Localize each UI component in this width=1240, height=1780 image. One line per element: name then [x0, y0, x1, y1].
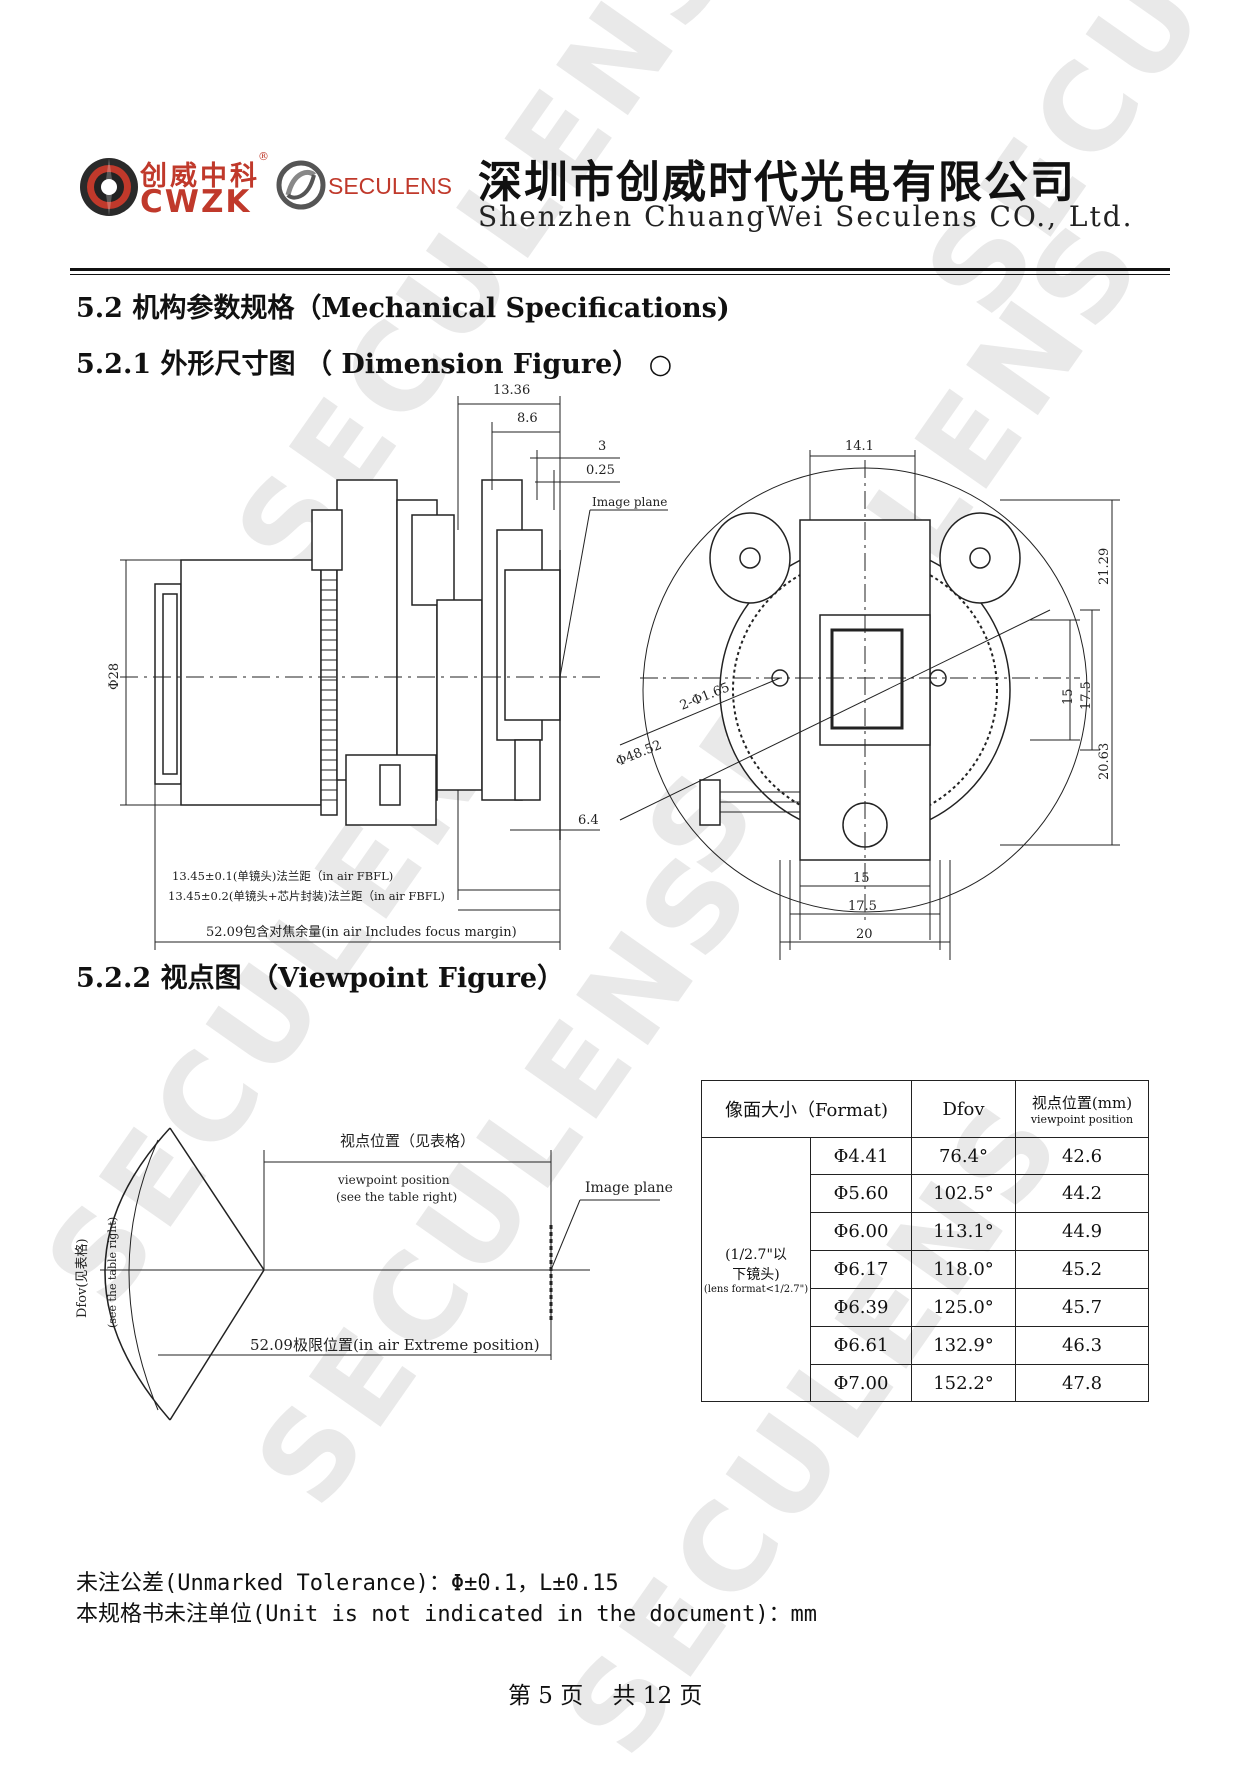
table-cell-phi: Φ4.41: [810, 1137, 912, 1175]
table-cell-phi: Φ6.39: [810, 1288, 912, 1327]
dim-17-5-vertical: 17.5: [1079, 681, 1094, 710]
logo-reg: ®: [258, 150, 269, 163]
table-header-vp-cn: 视点位置(mm): [1031, 1094, 1133, 1112]
dim-15-horizontal: 15: [853, 871, 870, 886]
table-cell-dfov: 113.1°: [911, 1212, 1016, 1251]
table-cell-vp: 44.9: [1015, 1212, 1149, 1251]
dim-14-1: 14.1: [845, 439, 874, 454]
table-group-line2: 下镜头): [732, 1267, 780, 1283]
section-5-2-2: 5.2.2 视点图 （Viewpoint Figure）: [76, 963, 565, 994]
table-cell-phi: Φ5.60: [810, 1174, 912, 1213]
fbfl-label-1: 13.45±0.1(单镜头)法兰距（in air FBFL): [172, 869, 393, 883]
dim-17-5-horizontal: 17.5: [848, 899, 877, 914]
table-header-viewpoint: 视点位置(mm) viewpoint position: [1015, 1080, 1149, 1138]
table-cell-vp: 47.8: [1015, 1364, 1149, 1402]
table-group-cell: (1/2.7"以 下镜头) (lens format<1/2.7"): [701, 1137, 811, 1402]
table-cell-vp: 46.3: [1015, 1326, 1149, 1365]
note-tolerance: 未注公差(Unmarked Tolerance)：Φ±0.1，L±0.15: [76, 1571, 619, 1596]
table-cell-phi: Φ6.00: [810, 1212, 912, 1251]
viewpoint-image-plane: Image plane: [585, 1180, 673, 1196]
page-number: 第 5 页 共 12 页: [508, 1683, 703, 1709]
viewpoint-label-en2: (see the table right): [336, 1190, 457, 1204]
table-cell-dfov: 102.5°: [911, 1174, 1016, 1213]
dim-15-vertical: 15: [1061, 688, 1076, 705]
seculens-logo: SECULENS: [276, 155, 456, 215]
dim-8-6: 8.6: [517, 411, 538, 426]
brand-seculens: SECULENS: [328, 173, 452, 199]
table-header-vp-en: viewpoint position: [1030, 1113, 1134, 1126]
viewpoint-label-en1: viewpoint position: [337, 1173, 450, 1187]
dim-13-36: 13.36: [493, 383, 530, 398]
table-cell-vp: 45.7: [1015, 1288, 1149, 1327]
viewpoint-table: 像面大小（Format) Dfov 视点位置(mm) viewpoint pos…: [701, 1080, 1149, 1402]
table-group-line3: (lens format<1/2.7"): [703, 1284, 809, 1295]
image-plane-label: Image plane: [592, 495, 667, 509]
table-cell-vp: 42.6: [1015, 1137, 1149, 1175]
seculens-logo-icon: [276, 160, 326, 210]
dim-20: 20: [856, 927, 873, 942]
dim-3: 3: [598, 439, 606, 454]
cwzk-logo: 创威中科 ® CWZK: [78, 150, 269, 220]
section-5-2: 5.2 机构参数规格（Mechanical Specifications): [76, 293, 730, 324]
dimension-figure-rear: 14.1 21.29 15 17.5 20.63 2-Φ1.65 Φ48.52 …: [614, 439, 1120, 960]
company-name-cn: 深圳市创威时代光电有限公司: [478, 157, 1076, 208]
viewpoint-figure: 视点位置（见表格） viewpoint position (see the ta…: [74, 1127, 673, 1421]
viewpoint-label-cn: 视点位置（见表格）: [340, 1132, 475, 1150]
table-cell-dfov: 152.2°: [911, 1364, 1016, 1402]
logo-en: CWZK: [140, 184, 252, 220]
company-name-en: Shenzhen ChuangWei Seculens CO., Ltd.: [478, 200, 1134, 233]
dim-21-29: 21.29: [1097, 548, 1112, 585]
table-header-format: 像面大小（Format): [701, 1080, 912, 1138]
section-5-2-1: 5.2.1 外形尺寸图 （ Dimension Figure） ○: [76, 349, 673, 380]
table-cell-phi: Φ6.61: [810, 1326, 912, 1365]
dim-20-63: 20.63: [1097, 743, 1112, 780]
total-length-label: 52.09包含对焦余量(in air Includes focus margin…: [206, 924, 517, 940]
table-cell-dfov: 76.4°: [911, 1137, 1016, 1175]
extreme-position-label: 52.09极限位置(in air Extreme position): [250, 1336, 540, 1354]
dfov-label-en: (see the table right): [106, 1217, 119, 1328]
header-rule: [70, 268, 1170, 271]
table-cell-phi: Φ6.17: [810, 1250, 912, 1289]
dimension-figure-side: 13.36 8.6 3 0.25 Image plane Φ28 6.4 13.…: [107, 383, 668, 950]
table-cell-dfov: 118.0°: [911, 1250, 1016, 1289]
fbfl-label-2: 13.45±0.2(单镜头+芯片封装)法兰距（in air FBFL): [168, 889, 445, 903]
table-cell-dfov: 132.9°: [911, 1326, 1016, 1365]
dim-6-4: 6.4: [578, 813, 599, 828]
dim-phi28: Φ28: [107, 663, 122, 690]
dim-0-25: 0.25: [586, 463, 615, 478]
table-cell-vp: 44.2: [1015, 1174, 1149, 1213]
table-header-dfov: Dfov: [911, 1080, 1016, 1138]
dfov-label-cn: Dfov(见表格): [74, 1238, 90, 1318]
note-unit: 本规格书未注单位(Unit is not indicated in the do…: [76, 1602, 818, 1627]
table-cell-dfov: 125.0°: [911, 1288, 1016, 1327]
logo-cn: 创威中科: [140, 161, 260, 192]
cwzk-logo-icon: [80, 158, 138, 216]
header-rule-thin: [70, 274, 1170, 275]
table-cell-vp: 45.2: [1015, 1250, 1149, 1289]
table-cell-phi: Φ7.00: [810, 1364, 912, 1402]
table-group-line1: (1/2.7"以: [725, 1247, 787, 1263]
